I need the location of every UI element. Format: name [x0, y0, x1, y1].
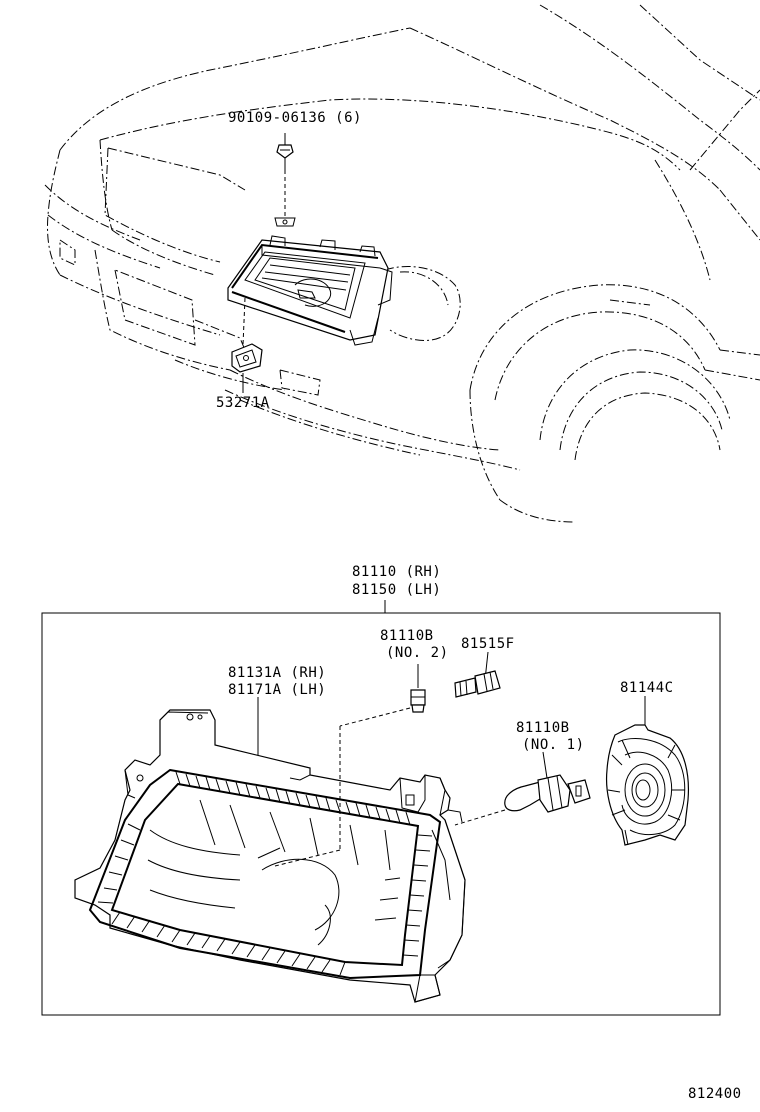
- cover-part-number: 81144C: [620, 680, 674, 696]
- bulb-no2-part-number: 81110B: [380, 628, 434, 644]
- housing-lh-part-number: 81171A (LH): [228, 682, 327, 698]
- headlamp-housing: [74, 709, 466, 1003]
- bolt-icon: [274, 133, 296, 227]
- vehicle-body-outline: [44, 4, 760, 523]
- bulb-no1-note: (NO. 1): [522, 737, 585, 753]
- bulb-no2-note: (NO. 2): [386, 645, 449, 661]
- bulb-no1-icon: [454, 751, 591, 826]
- socket-cover-icon: [605, 696, 690, 846]
- figure-number: 812400: [688, 1086, 742, 1102]
- assembly-frame-box: [41, 612, 721, 1016]
- retainer-part-number: 53271A: [216, 395, 270, 411]
- housing-rh-part-number: 81131A (RH): [228, 665, 327, 681]
- bulb-no2-icon: [274, 664, 426, 867]
- socket-icon: [454, 651, 501, 698]
- retainer-clip-icon: [231, 297, 263, 393]
- installed-headlamp-unit: [227, 235, 393, 346]
- assembly-lh-part-number: 81150 (LH): [352, 582, 442, 598]
- bolt-part-number: 90109-06136 (6): [228, 110, 362, 126]
- socket-part-number: 81515F: [461, 636, 515, 652]
- assembly-rh-part-number: 81110 (RH): [352, 564, 442, 580]
- bulb-no1-part-number: 81110B: [516, 720, 570, 736]
